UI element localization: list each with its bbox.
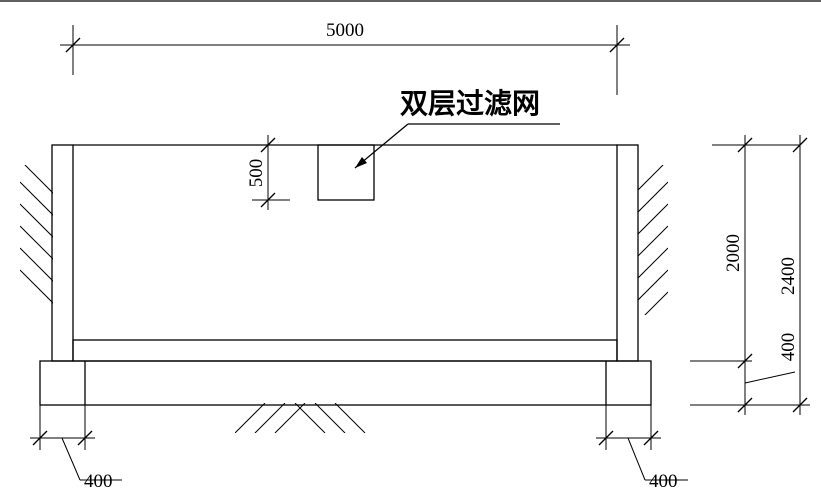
soil-hatch-right <box>638 165 668 315</box>
soil-hatch-bottom <box>235 403 366 433</box>
top-dimension: 5000 <box>60 20 630 95</box>
left-footing-dim-text: 400 <box>84 471 113 492</box>
left-wall <box>51 144 74 362</box>
bottom-slab <box>72 339 618 362</box>
top-width-dim-text: 5000 <box>326 20 364 41</box>
filter-height-dim-text: 500 <box>246 159 267 188</box>
left-footing-dimension: 400 <box>30 405 122 492</box>
double-filter-mesh <box>317 144 375 201</box>
slab-thickness-dim-text: 400 <box>778 333 799 362</box>
right-dimensions: 2000 2400 400 <box>690 135 810 415</box>
inner-depth-dim-text: 2000 <box>723 234 744 272</box>
soil-hatch-left <box>20 165 53 304</box>
right-footing-dim-text: 400 <box>649 471 678 492</box>
footing-base <box>39 360 652 406</box>
total-depth-dim-text: 2400 <box>778 257 799 295</box>
right-wall <box>616 144 639 362</box>
filter-leader: 双层过滤网 <box>354 87 560 169</box>
filter-height-dimension: 500 <box>246 135 318 210</box>
right-footing-dimension: 400 <box>596 405 688 492</box>
filter-label-text: 双层过滤网 <box>400 87 540 120</box>
